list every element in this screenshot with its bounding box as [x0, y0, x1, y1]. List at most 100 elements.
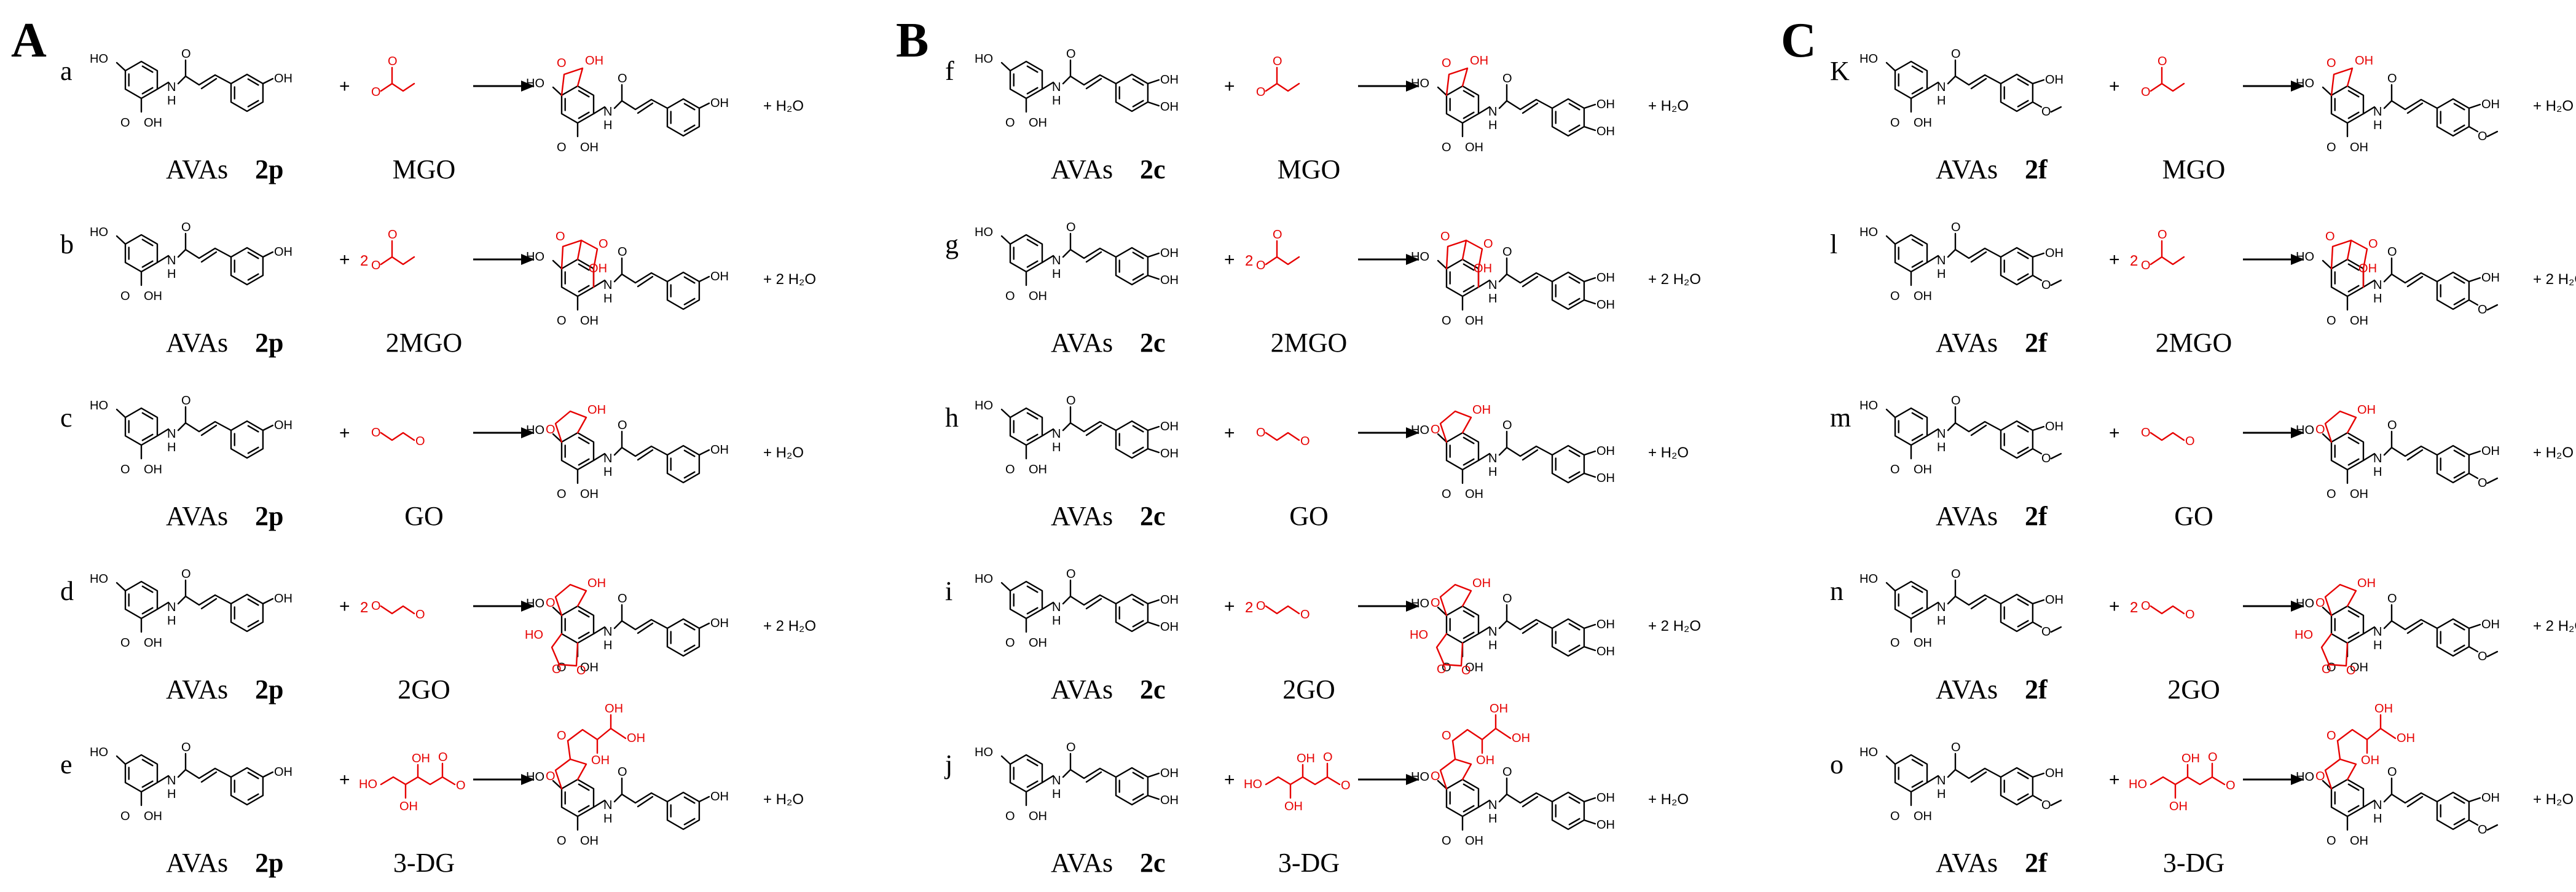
go-o2-label: O — [1300, 435, 1310, 448]
aryl-ring — [2000, 420, 2034, 459]
hydroxyl-label: HO — [1859, 52, 1878, 66]
methoxy-o-label: O — [2478, 476, 2488, 490]
anthranilic-ring — [2330, 432, 2365, 471]
hydroxyl-label: HO — [2296, 77, 2314, 90]
aryl-oh2-label: OH — [1160, 274, 1179, 287]
fused-oh-label: OH — [2358, 262, 2377, 275]
aryl-oh-label: OH — [1160, 73, 1179, 87]
amide-h-label: H — [1937, 614, 1946, 628]
aryl-oh-label: OH — [710, 790, 729, 803]
carboxyl-oh-label: OH — [144, 290, 162, 303]
pyran-ho-label: HO — [525, 628, 543, 642]
aryl-ring — [2436, 791, 2470, 831]
product-byproduct: + 2 H₂O — [1648, 271, 1701, 288]
go-o1-label: O — [371, 426, 381, 440]
glyoxal-skeleton — [1265, 432, 1300, 441]
amide-n-label: N — [1052, 427, 1061, 441]
aryl-ring — [1551, 271, 1585, 310]
amide-o-label: O — [1502, 72, 1512, 85]
hydroxyl-label: HO — [2296, 770, 2314, 784]
pyran-ho-label: HO — [2295, 628, 2313, 642]
keto-o-label: O — [1442, 729, 1451, 743]
hydroxyl-label: HO — [975, 746, 993, 759]
row-letter: d — [60, 576, 74, 606]
arrow-head — [1406, 427, 1420, 438]
furan-o-label: O — [1431, 423, 1440, 436]
anthranilic-ring — [1445, 778, 1480, 818]
plus-sign: + — [2109, 596, 2120, 617]
furan-ring — [2324, 410, 2357, 443]
row-letter: a — [60, 56, 73, 86]
amide-h-label: H — [2373, 812, 2382, 826]
carboxyl-oh-label: OH — [1029, 116, 1047, 130]
compound-label: AVAs — [1936, 501, 1998, 531]
mgo-o1-label: O — [1273, 228, 1282, 242]
furan-oh-label: OH — [1472, 577, 1491, 590]
row-letter: h — [945, 403, 959, 433]
mgo-o2-label: O — [371, 85, 381, 99]
reagent-label: 2GO — [2167, 674, 2220, 705]
aryl-ring — [230, 420, 264, 459]
hydroxyl-label: HO — [1859, 226, 1878, 239]
plus-sign: + — [2109, 770, 2120, 790]
dhf-o-label: O — [2315, 770, 2325, 783]
carboxyl-o-label: O — [2327, 314, 2336, 328]
coefficient: 2 — [1245, 599, 1253, 616]
fused-ring-b — [580, 239, 599, 288]
carboxyl-oh-label: OH — [1465, 314, 1483, 328]
plus-sign: + — [339, 423, 350, 443]
dg-o-label: O — [438, 751, 448, 764]
reagent-label: GO — [1289, 501, 1329, 531]
go-o1-label: O — [2141, 426, 2151, 440]
amide-h-label: H — [1488, 292, 1497, 306]
amide-h-label: H — [1488, 812, 1497, 826]
reagent-label: 3-DG — [1278, 848, 1340, 878]
methylglyoxal-skeleton — [2150, 256, 2185, 266]
reagent-label: MGO — [2162, 154, 2226, 184]
hydroxyl-label: HO — [975, 226, 993, 239]
carboxyl-o-label: O — [557, 834, 567, 848]
amide-n-label: N — [603, 452, 612, 465]
plus-sign: + — [2109, 76, 2120, 97]
carboxyl-o-label: O — [1005, 116, 1015, 130]
plus-sign: + — [1224, 770, 1235, 790]
plus-sign: + — [339, 770, 350, 790]
carboxyl-oh-label: OH — [580, 314, 599, 328]
arrow-head — [2291, 774, 2304, 785]
fused-ring-a — [2330, 239, 2352, 270]
compound-id: 2f — [2025, 501, 2048, 531]
glyoxal-skeleton — [1265, 605, 1300, 615]
carboxyl-oh-label: OH — [1465, 487, 1483, 501]
amide-n-label: N — [167, 254, 176, 267]
go-o2-label: O — [2185, 435, 2195, 448]
aryl-oh2-label: OH — [1160, 794, 1179, 807]
amide-n-label: N — [1052, 774, 1061, 787]
dihydrofuran-ring — [2324, 758, 2357, 790]
aryl-oh2-label: OH — [1160, 447, 1179, 460]
ring-o-label: O — [557, 57, 567, 70]
aryl-ring — [666, 791, 701, 831]
amide-h-label: H — [1488, 119, 1497, 132]
keto-o-label: O — [2327, 729, 2336, 743]
methoxy-o-label: O — [2041, 625, 2051, 639]
aryl-oh-label: OH — [2045, 420, 2064, 433]
mgo-o1-label: O — [2158, 228, 2167, 242]
furan-oh-label: OH — [1472, 403, 1491, 417]
amide-o-label: O — [1502, 765, 1512, 779]
furan-ring — [554, 410, 587, 443]
carboxyl-o-label: O — [1442, 141, 1451, 154]
amide-h-label: H — [2373, 639, 2382, 652]
compound-id: 2c — [1140, 674, 1166, 705]
mgo-o1-label: O — [1273, 55, 1282, 68]
aryl-oh-label: OH — [2045, 247, 2064, 260]
hydroxyl-label: HO — [526, 770, 544, 784]
amide-h-label: H — [167, 614, 176, 628]
amide-h-label: H — [2373, 465, 2382, 479]
fused-ring-b — [2350, 239, 2368, 288]
carboxyl-o-label: O — [557, 141, 567, 154]
pyran-co-label: O — [2346, 664, 2356, 677]
